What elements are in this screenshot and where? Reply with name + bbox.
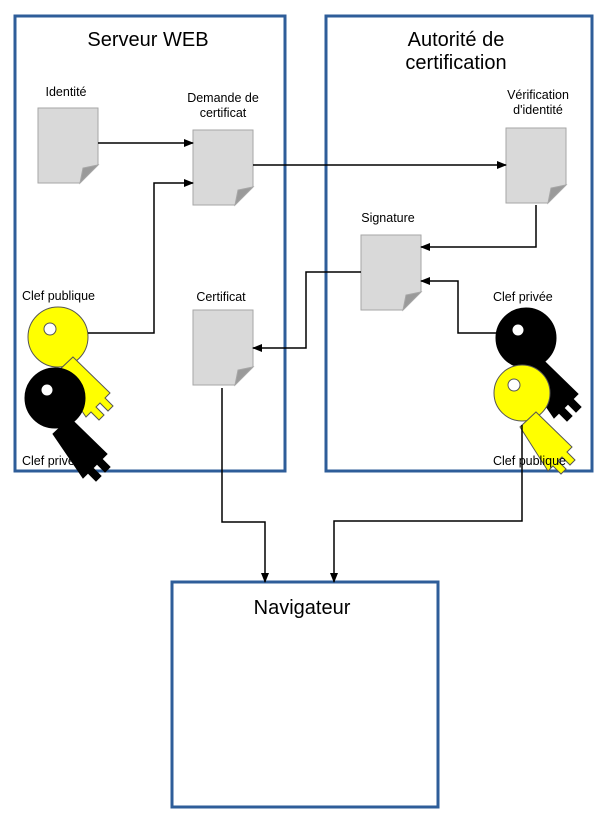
server-public-key-label: Clef publique <box>22 289 95 303</box>
identity-label: Identité <box>45 85 86 99</box>
ca-private-key-label: Clef privée <box>493 290 553 304</box>
ca-title-line1: Autorité de <box>408 29 505 51</box>
verification-label-line2: d'identité <box>513 103 563 117</box>
browser-title: Navigateur <box>254 597 351 619</box>
server-private-key-icon <box>24 367 111 482</box>
arrow-ca-public-key-to-browser <box>330 425 523 583</box>
server-private-key-label: Clef privée <box>22 454 82 468</box>
server-public-key-icon <box>27 306 114 421</box>
ca-public-key-icon <box>493 364 576 475</box>
arrow-certificate-to-browser <box>221 388 269 583</box>
certificate-label: Certificat <box>196 290 246 304</box>
arrow-ca-private-key-to-signature <box>420 277 497 334</box>
verification-label-line1: Vérification <box>507 88 569 102</box>
request-label-line1: Demande de <box>187 91 259 105</box>
arrow-signature-to-certificate <box>252 271 361 352</box>
verification-document-icon <box>505 127 567 204</box>
request-label-line2: certificat <box>200 106 247 120</box>
ca-title-line2: certification <box>405 52 506 74</box>
certificate-document-icon <box>192 309 254 386</box>
signature-document-icon <box>360 234 422 311</box>
arrow-public-key-to-request <box>88 179 194 334</box>
identity-document-icon <box>37 107 99 184</box>
ca-box <box>324 14 594 473</box>
browser-box <box>170 580 440 809</box>
server-box <box>13 14 287 473</box>
request-document-icon <box>192 129 254 206</box>
server-title: Serveur WEB <box>87 29 208 51</box>
ca-public-key-label: Clef publique <box>493 454 566 468</box>
arrow-verification-to-signature <box>420 205 537 251</box>
signature-label: Signature <box>361 211 415 225</box>
